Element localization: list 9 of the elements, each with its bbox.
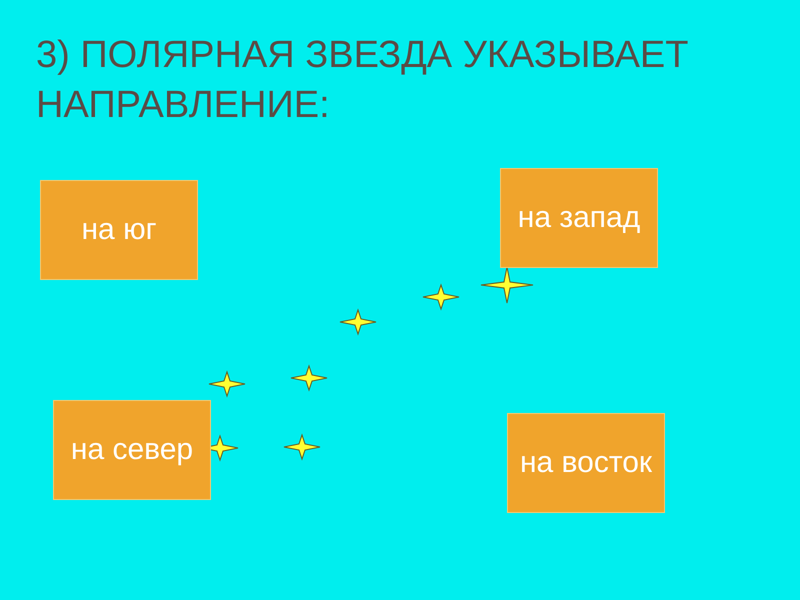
answer-text: на восток — [520, 445, 652, 481]
answer-box — [507, 413, 665, 513]
answer-text: на запад — [518, 200, 640, 236]
answer-box — [40, 180, 198, 280]
answer-text: на север — [70, 432, 194, 468]
slide-title: 3) ПОЛЯРНАЯ ЗВЕЗДА УКАЗЫВАЕТ НАПРАВЛЕНИЕ: — [36, 33, 690, 128]
answer-box — [53, 400, 211, 500]
answer-text: на юг — [81, 212, 157, 248]
answer-box — [500, 168, 658, 268]
